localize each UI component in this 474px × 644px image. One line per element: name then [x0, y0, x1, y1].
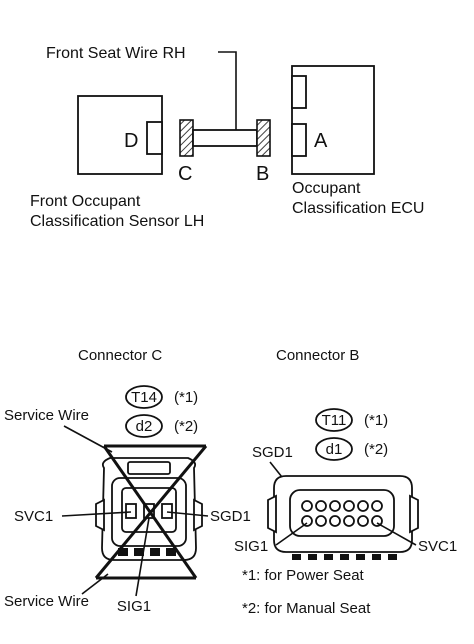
connector-b-detail: Connector B T11 (*1) d1 (*2) SGD1 [234, 347, 457, 560]
connector-b-note-power: (*1) [364, 412, 388, 429]
connector-b-pin-sgd1: SGD1 [252, 444, 293, 461]
connector-b-code-oval-manual [315, 437, 353, 461]
wire-label-leader [218, 51, 237, 130]
connector-b-sig1-leader [275, 522, 308, 546]
sensor-letter-d: D [124, 130, 138, 152]
connector-c-code-power: T14 [131, 389, 157, 406]
connector-c-svc1-leader [61, 511, 132, 517]
connector-c-latch-left [95, 498, 105, 532]
front-seat-wire [192, 129, 258, 147]
service-wire-bottom-leader [81, 573, 109, 595]
connector-b-letter: B [256, 163, 269, 185]
connector-c-sgd1-leader [166, 511, 209, 517]
connector-b-pin-sig1: SIG1 [234, 538, 268, 555]
service-wire-diagonal-2 [94, 445, 208, 579]
connector-b-latch-left [267, 494, 277, 534]
connector-c-code-oval-manual [125, 414, 163, 438]
connector-c-note-manual: (*2) [174, 418, 198, 435]
connector-b-code-manual: d1 [326, 441, 343, 458]
note-manual-seat: *2: for Manual Seat [242, 600, 371, 617]
service-wire-bottom-label: Service Wire [4, 593, 89, 610]
sensor-label-line2: Classification Sensor LH [30, 213, 204, 230]
connector-c-letter: C [178, 163, 192, 185]
front-seat-wire-label: Front Seat Wire RH [46, 45, 186, 62]
connector-c-detail: Connector C T14 (*1) d2 (*2) Service Wir… [4, 347, 251, 615]
connector-c-code-manual: d2 [136, 418, 153, 435]
connector-c-code-oval-power [125, 385, 163, 409]
connector-c-pin-sig1: SIG1 [117, 598, 151, 615]
ecu-label-line1: Occupant [292, 180, 361, 197]
connector-b-pin-grid [301, 500, 383, 527]
connector-c-pin-left [125, 503, 137, 519]
connector-c-top-tab [127, 461, 171, 475]
connector-b-pin-svc1: SVC1 [418, 538, 457, 555]
connector-b-bottom-teeth [292, 554, 397, 560]
connector-b-face [289, 489, 395, 537]
connector-c-pin-right [161, 503, 173, 519]
connector-c-note-power: (*1) [174, 389, 198, 406]
connector-b-note-manual: (*2) [364, 441, 388, 458]
connector-b-svc1-leader [376, 522, 417, 546]
ecu-letter-a: A [314, 130, 328, 152]
service-wire-top-leader [63, 425, 113, 453]
ecu-connector-upper [291, 75, 307, 109]
connector-b-code-power: T11 [322, 412, 347, 429]
ecu-label-line2: Classification ECU [292, 200, 424, 217]
connector-c-body [179, 119, 194, 157]
connector-c-pin-sgd1: SGD1 [210, 508, 251, 525]
connector-b-latch-right [409, 494, 419, 534]
connector-c-pin-svc1: SVC1 [14, 508, 53, 525]
sensor-connector-d [146, 121, 163, 155]
connector-b-code-oval-power [315, 408, 353, 432]
connector-c-bottom-teeth [118, 548, 176, 556]
ecu-connector-a [291, 123, 307, 157]
connector-c-sig1-leader [135, 517, 150, 597]
service-wire-top-label: Service Wire [4, 407, 89, 424]
connector-c-title: Connector C [78, 347, 162, 364]
note-power-seat: *1: for Power Seat [242, 567, 365, 584]
sensor-label-line1: Front Occupant [30, 193, 141, 210]
connector-b-title: Connector B [276, 347, 359, 364]
top-system-diagram: Front Seat Wire RH D C B A Front Occupan… [30, 45, 424, 230]
connector-b-body [256, 119, 271, 157]
